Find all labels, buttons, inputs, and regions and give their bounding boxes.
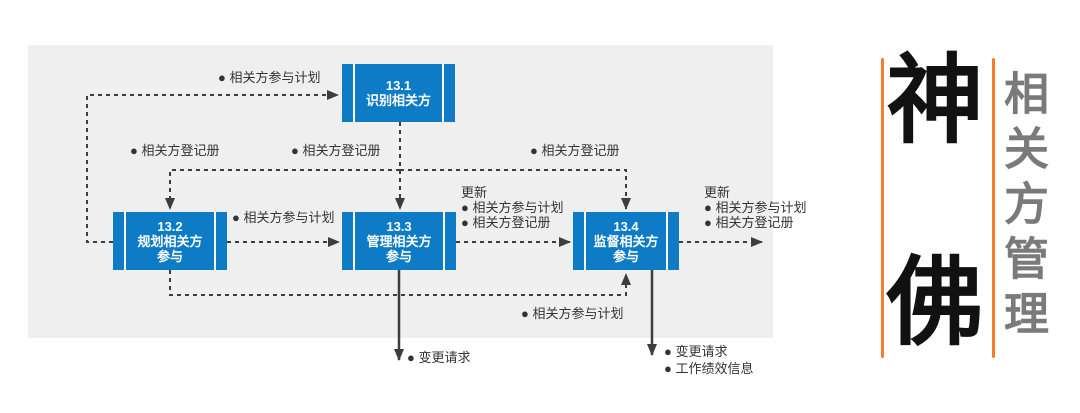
label-register-mid: ● 相关方登记册 (291, 143, 381, 158)
updates-item: ● 相关方登记册 (461, 215, 551, 230)
updates-title: 更新 (461, 185, 488, 200)
brand-kanji-bottom: 佛 (886, 248, 984, 357)
process-title: 识别相关方 (365, 93, 431, 108)
process-title: 监督相关方 (593, 233, 659, 249)
flow-131-to-134 (400, 169, 631, 210)
process-box-13-3: 13.3 管理相关方 参与 (342, 212, 456, 270)
process-code: 13.3 (386, 218, 412, 234)
output-item: ● 变更请求 (664, 344, 728, 359)
label-register-right: ● 相关方登记册 (530, 143, 620, 158)
label-plan-132-133: ● 相关方参与计划 (232, 210, 335, 225)
process-code: 13.1 (385, 78, 412, 93)
process-code: 13.4 (613, 218, 639, 234)
flow-132-to-134-bottom (169, 270, 631, 296)
process-title: 管理相关方 (366, 233, 432, 249)
process-title-line2: 参与 (156, 248, 183, 264)
label-register-left: ● 相关方登记册 (130, 143, 220, 158)
process-box-13-1: 13.1 识别相关方 (342, 64, 455, 122)
label-updates-right: 更新 ● 相关方参与计划 ● 相关方登记册 (704, 185, 806, 230)
updates-item: ● 相关方登记册 (704, 215, 794, 230)
updates-item: ● 相关方参与计划 (704, 200, 807, 215)
label-change-request-133: ● 变更请求 (407, 350, 471, 365)
updates-item: ● 相关方参与计划 (461, 200, 564, 215)
updates-title: 更新 (704, 185, 731, 200)
brand-kanji-top: 神 (886, 46, 984, 155)
process-code: 13.2 (157, 218, 183, 234)
label-updates-mid: 更新 ● 相关方参与计划 ● 相关方登记册 (461, 185, 563, 230)
process-box-13-4: 13.4 监督相关方 参与 (573, 212, 679, 270)
flow-132-to-131 (86, 90, 339, 243)
process-title-line2: 参与 (385, 248, 412, 264)
label-plan-to-131: ● 相关方参与计划 (218, 70, 321, 85)
side-title-vertical: 相关方管理 (997, 70, 1048, 345)
accent-rule-left (881, 58, 884, 358)
flow-131-to-132 (165, 169, 400, 210)
process-box-13-2: 13.2 规划相关方 参与 (113, 212, 227, 270)
accent-rule-right (992, 58, 995, 358)
label-plan-bottom: ● 相关方参与计划 (521, 306, 624, 321)
process-title-line2: 参与 (612, 248, 639, 264)
label-outputs-134: ● 变更请求 ● 工作绩效信息 (664, 343, 753, 377)
output-item: ● 工作绩效信息 (664, 361, 754, 376)
process-title: 规划相关方 (137, 233, 203, 249)
